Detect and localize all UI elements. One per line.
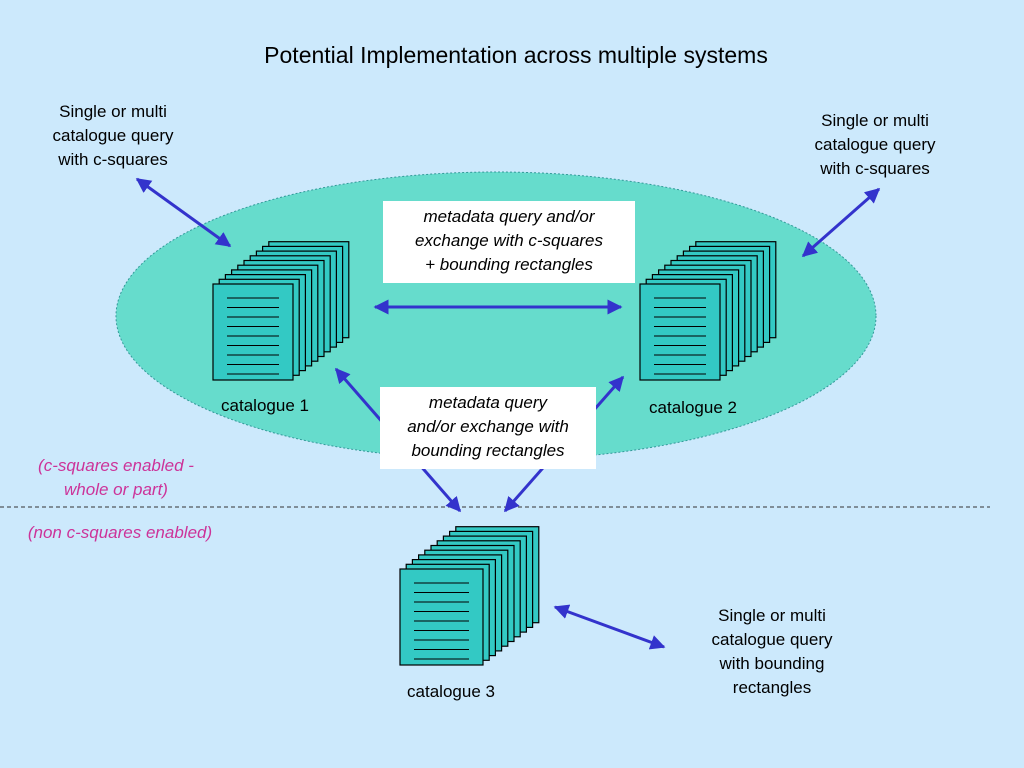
c-squares-enabled-label: (c-squares enabled - whole or part) (38, 456, 194, 499)
exchange-box-c-squares: metadata query and/or exchange with c-sq… (383, 201, 635, 283)
catalogue-3-label: catalogue 3 (407, 682, 495, 701)
non-c-squares-label: (non c-squares enabled) (27, 523, 213, 542)
page-title: Potential Implementation across multiple… (264, 42, 768, 68)
catalogue-2-documents (639, 241, 777, 381)
arrow-query-top-left (135, 177, 232, 248)
catalogue-1-label: catalogue 1 (221, 396, 309, 415)
query-label-top-right: Single or multi catalogue query with c-s… (814, 111, 936, 178)
query-label-bottom-right: Single or multi catalogue query with bou… (711, 606, 833, 697)
catalogue-1-documents (212, 241, 350, 381)
catalogue-2-label: catalogue 2 (649, 398, 737, 417)
arrow-query-top-right (801, 187, 881, 258)
catalogue-3-documents (399, 526, 540, 666)
arrow-query-bottom-right (553, 604, 666, 650)
query-label-top-left: Single or multi catalogue query with c-s… (52, 102, 174, 169)
exchange-box-bounding: metadata query and/or exchange with boun… (380, 387, 596, 469)
